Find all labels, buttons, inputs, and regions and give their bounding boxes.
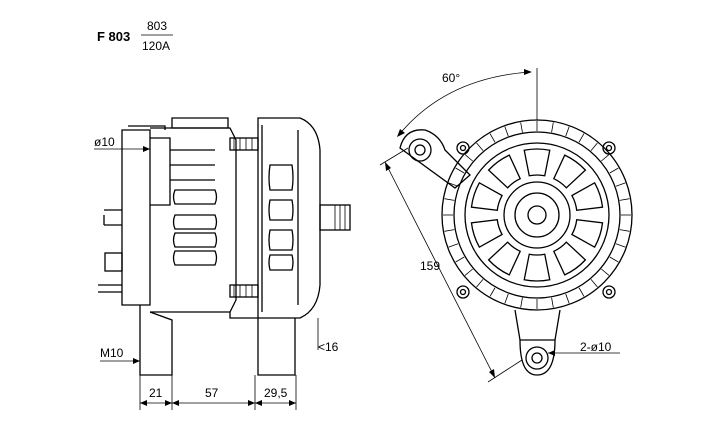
ring-fin	[464, 154, 473, 162]
ring-fin	[551, 122, 554, 133]
inner-window	[552, 241, 587, 276]
rear-housing-outline	[121, 129, 151, 306]
hub-center	[527, 205, 547, 225]
model-code: F 803	[97, 29, 130, 44]
side-view: ø10 M10 <16 21 57 29,5	[94, 117, 351, 410]
ring-fin	[615, 182, 626, 187]
front-mount-foot	[257, 318, 296, 376]
bolt-hole-br	[602, 285, 616, 299]
ring-fin	[464, 268, 473, 276]
upper-lug	[399, 129, 471, 189]
ring-fin	[619, 229, 630, 232]
ring-fin	[504, 293, 509, 304]
dim-a-label: 21	[149, 386, 163, 400]
inner-window	[470, 181, 503, 211]
inner-windows	[470, 148, 604, 282]
ring-fin	[476, 142, 484, 151]
dim-b-label: 57	[205, 386, 219, 400]
ring-fin	[489, 287, 496, 297]
ring-fin	[601, 154, 610, 162]
inner-window	[487, 241, 522, 276]
shaft-diameter-label: ø10	[94, 135, 115, 149]
ring-fin	[455, 167, 465, 174]
hub-outer	[503, 181, 571, 249]
ring-fin	[448, 182, 459, 187]
fraction-bottom: 120A	[142, 39, 170, 53]
ring-fin	[489, 133, 496, 143]
dim-c-label: 29,5	[264, 386, 288, 400]
diagonal-dim-line	[384, 161, 496, 379]
inner-window	[470, 219, 503, 249]
thread-label: M10	[100, 346, 124, 360]
rear-housing-body	[150, 127, 237, 313]
bolt-hole-tr	[602, 141, 616, 155]
dim-d-label: <16	[318, 340, 339, 354]
ring-fin	[601, 268, 610, 276]
bottom-dimensions	[139, 375, 297, 410]
inner-window	[571, 181, 604, 211]
front-housing	[257, 117, 321, 319]
inner-window	[523, 253, 551, 282]
ring-fins	[443, 121, 631, 309]
ring-fin	[578, 133, 585, 143]
ring-fin	[455, 256, 465, 263]
inner-window	[552, 154, 587, 189]
ring-fin	[590, 279, 598, 288]
rear-fins	[172, 189, 218, 266]
holes-label: 2-ø10	[580, 340, 612, 354]
ring-fin	[565, 126, 570, 137]
rear-mount-foot	[139, 305, 173, 376]
inner-window	[571, 219, 604, 249]
inner-window	[487, 154, 522, 189]
ring-fin	[520, 297, 523, 308]
ring-fin	[565, 293, 570, 304]
title-block: F 803 803 120A	[97, 19, 173, 53]
ring-fin	[578, 287, 585, 297]
ring-fin	[476, 279, 484, 288]
lower-lug	[519, 339, 556, 376]
bolt-hole-bl	[456, 285, 470, 299]
ring-fin	[444, 198, 455, 201]
ring-fin	[609, 167, 619, 174]
ring-fin	[504, 126, 509, 137]
diagonal-label: 159	[420, 259, 440, 273]
bolt-hole-tl	[456, 141, 470, 155]
angle-arc	[397, 71, 531, 137]
ring-fin	[444, 229, 455, 232]
angle-label: 60°	[442, 71, 460, 85]
ring-fin	[551, 297, 554, 308]
ring-fin	[448, 243, 459, 248]
ring-fin	[615, 243, 626, 248]
ring-fin	[619, 198, 630, 201]
inner-window	[523, 148, 551, 177]
front-view: 60° 159 2-ø10	[379, 68, 633, 383]
ring-fin	[609, 256, 619, 263]
ring-fin	[590, 142, 598, 151]
fraction-top: 803	[147, 19, 167, 33]
ring-fin	[520, 122, 523, 133]
